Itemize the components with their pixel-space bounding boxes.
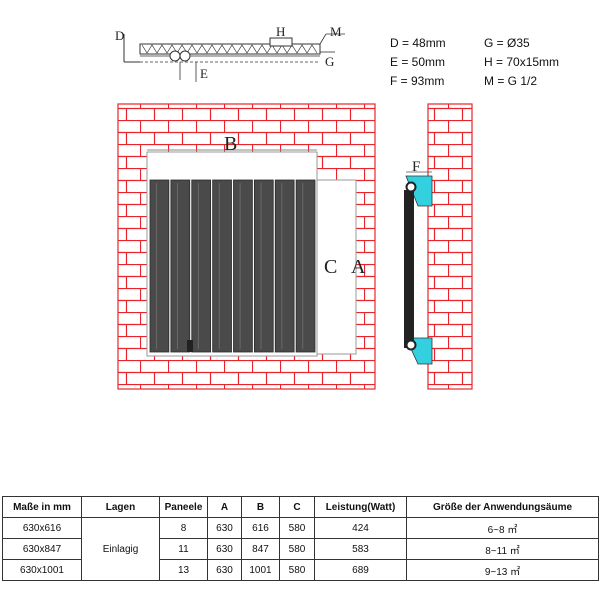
cell-area: 6~8 ㎡ — [406, 517, 599, 539]
cell-size: 630x847 — [2, 538, 82, 560]
label-a: A — [351, 256, 366, 278]
radiator-panel — [191, 179, 212, 353]
dimensions-table: Maße in mm Lagen Paneele A B C Leistung(… — [2, 496, 599, 581]
spec-f: F = 93mm — [390, 74, 445, 88]
radiator-panel — [149, 179, 170, 353]
cell-panels: 11 — [159, 538, 208, 560]
header-size: Maße in mm — [2, 496, 82, 518]
label-b: B — [224, 133, 237, 155]
radiator-panel — [170, 179, 191, 353]
cell-power: 424 — [314, 517, 407, 539]
top-view-fin-line — [141, 44, 318, 54]
dimension-h-block — [269, 37, 293, 47]
spec-g: G = Ø35 — [484, 36, 530, 50]
header-a: A — [207, 496, 242, 518]
spec-m: M = G 1/2 — [484, 74, 538, 88]
cell-power: 689 — [314, 559, 407, 581]
cell-lagen: Einlagig — [81, 517, 160, 581]
label-h: H — [276, 24, 285, 39]
radiator-side-profile — [404, 190, 414, 348]
top-view-body — [139, 43, 321, 55]
pipe-connection-right — [179, 50, 191, 62]
cell-c: 580 — [279, 517, 315, 539]
header-area: Größe der Anwendungsäume — [406, 496, 599, 518]
cell-b: 616 — [241, 517, 280, 539]
top-view-fins — [141, 44, 318, 54]
top-view: D E H M G — [115, 24, 345, 82]
radiator-panel — [274, 179, 295, 353]
header-c: C — [279, 496, 315, 518]
header-panels: Paneele — [159, 496, 208, 518]
brick-wall-side — [427, 103, 473, 390]
table-row: 630x1001 13 630 1001 580 689 9~13 ㎡ — [2, 559, 599, 581]
header-b: B — [241, 496, 280, 518]
cell-a: 630 — [207, 517, 242, 539]
valve-connection — [187, 340, 193, 352]
cell-area: 9~13 ㎡ — [406, 559, 599, 581]
cell-c: 580 — [279, 559, 315, 581]
radiator-panels — [149, 179, 316, 353]
label-d: D — [115, 28, 124, 43]
header-power: Leistung(Watt) — [314, 496, 407, 518]
cell-b: 847 — [241, 538, 280, 560]
cell-size: 630x1001 — [2, 559, 82, 581]
cell-a: 630 — [207, 538, 242, 560]
cell-size: 630x616 — [2, 517, 82, 539]
front-view: B C A — [117, 103, 376, 390]
spec-d: D = 48mm — [390, 36, 446, 50]
table-header-row: Maße in mm Lagen Paneele A B C Leistung(… — [2, 496, 599, 518]
radiator-panel — [295, 179, 316, 353]
label-f: F — [412, 159, 420, 175]
radiator-panel — [253, 179, 274, 353]
header-lagen: Lagen — [81, 496, 160, 518]
cell-a: 630 — [207, 559, 242, 581]
table-row: 630x847 11 630 847 580 583 8~11 ㎡ — [2, 538, 599, 560]
label-e: E — [200, 66, 208, 81]
label-g: G — [325, 54, 334, 69]
radiator-panel — [212, 179, 232, 353]
cell-b: 1001 — [241, 559, 280, 581]
side-view: F — [404, 103, 473, 390]
cell-power: 583 — [314, 538, 407, 560]
radiator-panel — [233, 179, 253, 353]
cell-panels: 13 — [159, 559, 208, 581]
label-m: M — [330, 24, 342, 39]
pipe-connection-left — [169, 50, 181, 62]
spec-e: E = 50mm — [390, 55, 446, 69]
table-row: 630x616 Einlagig 8 630 616 580 424 6~8 ㎡ — [2, 517, 599, 581]
cell-panels: 8 — [159, 517, 208, 539]
radiator-technical-drawing: D E H M G B C A F — [115, 24, 473, 390]
spec-h: H = 70x15mm — [484, 55, 560, 69]
label-c: C — [324, 256, 337, 278]
cell-area: 8~11 ㎡ — [406, 538, 599, 560]
cell-c: 580 — [279, 538, 315, 560]
